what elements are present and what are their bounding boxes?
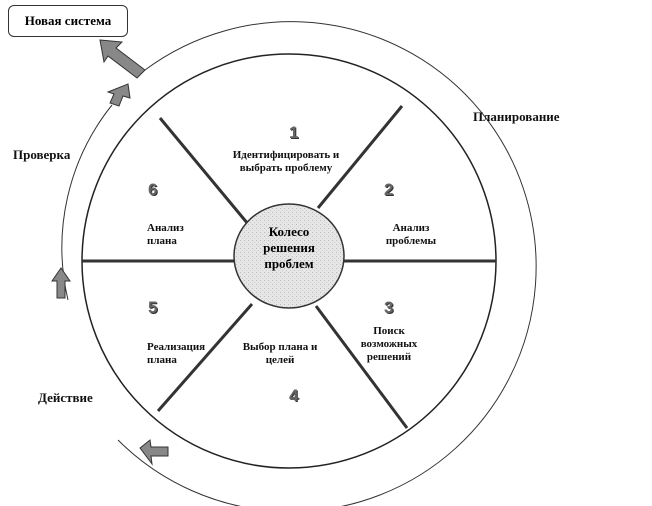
new-system-box: Новая система <box>8 5 128 37</box>
outer-arc-right <box>117 21 537 506</box>
step-5-text: Реализация плана <box>147 341 206 366</box>
center-label: Колесо решения проблем <box>263 224 315 271</box>
arrow-up-icon <box>51 267 71 299</box>
step-4-number: 4 <box>289 386 299 405</box>
step-5-number: 5 <box>148 298 158 317</box>
step-6-text: Анализ плана <box>147 222 184 247</box>
step-4-text: Выбор плана и целей <box>242 341 318 366</box>
step-3-text: Поиск возможных решений <box>360 325 418 363</box>
arrow-check-up-icon <box>106 83 131 107</box>
step-1-text: Идентифицировать и выбрать проблему <box>232 149 340 174</box>
arrow-new-system-icon <box>99 39 146 79</box>
step-1-number: 1 <box>289 123 299 142</box>
spokes <box>82 105 496 429</box>
step-2-text: Анализ проблемы <box>385 222 437 247</box>
center-circle <box>233 203 345 309</box>
step-6-number: 6 <box>148 180 158 199</box>
step-2-number: 2 <box>384 180 394 199</box>
arrow-action-icon <box>139 439 169 466</box>
phase-planning: Планирование <box>473 109 560 124</box>
phase-action: Действие <box>38 390 93 405</box>
outer-arc-left <box>61 104 113 301</box>
phase-check: Проверка <box>13 147 71 162</box>
step-3-number: 3 <box>384 298 394 317</box>
